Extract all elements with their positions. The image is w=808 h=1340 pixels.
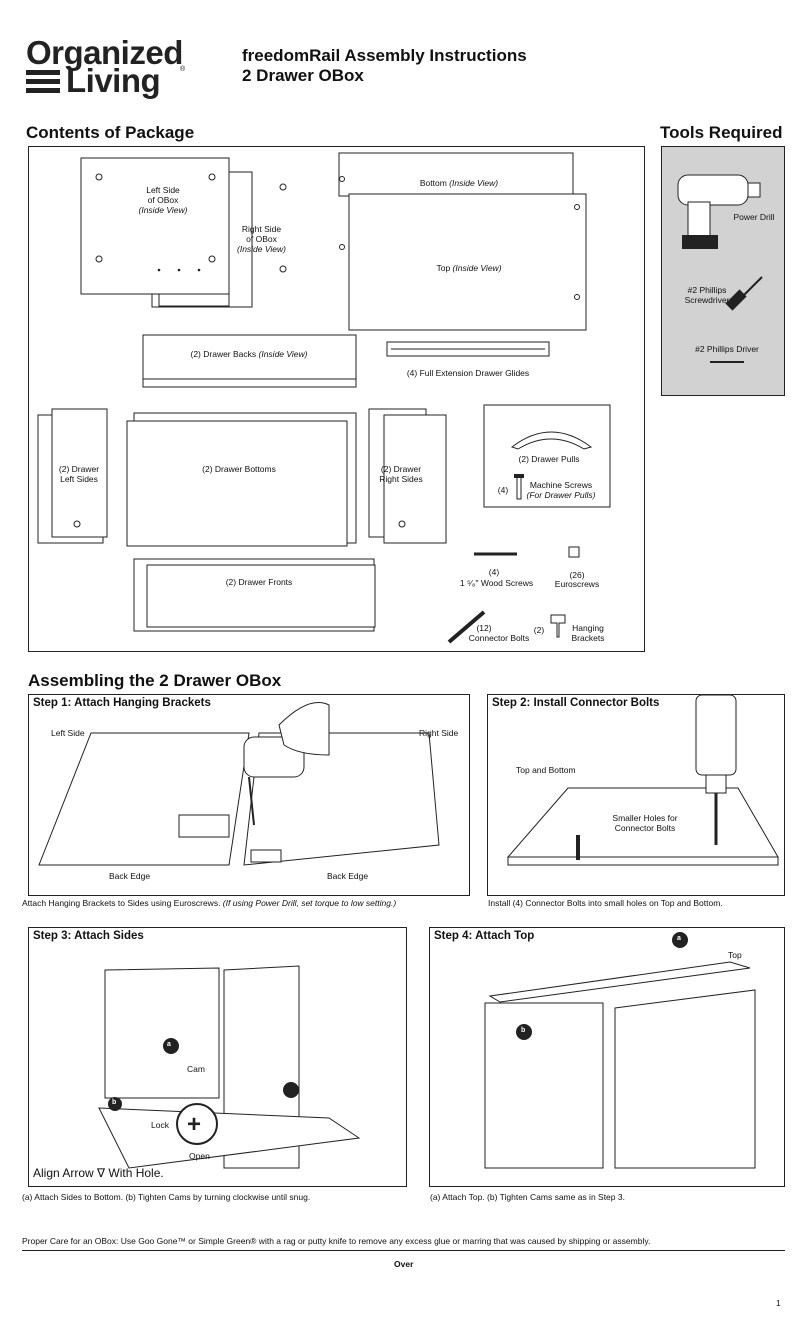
hanging-bracket-left: [178, 814, 230, 838]
marker-a-circle: [163, 1038, 179, 1054]
label-wood-qty: (4): [488, 567, 500, 577]
logo-stripes: [26, 70, 60, 97]
step3-caption: (a) Attach Sides to Bottom. (b) Tighten …: [22, 1192, 311, 1202]
marker-b-circle: [516, 1024, 532, 1040]
label-connector-qty: (12): [476, 623, 492, 633]
logo-living: Living: [66, 62, 161, 99]
step4-caption: (a) Attach Top. (b) Tighten Cams same as…: [430, 1192, 625, 1202]
step1-illustration: [38, 702, 440, 866]
step4-panel: Step 4: Attach Top a b Top: [429, 927, 785, 1187]
document-subtitle: 2 Drawer OBox: [242, 66, 364, 85]
label-drawer-fronts: (2) Drawer Fronts: [225, 577, 293, 587]
label-connector-bolts: Connector Bolts: [468, 633, 530, 643]
label-euro-qty: (26): [569, 570, 585, 580]
marker-b-circle: [108, 1097, 122, 1111]
step3-title: Step 3: Attach Sides: [33, 930, 144, 942]
hanging-bracket-right: [250, 849, 282, 863]
label-power-drill: Power Drill: [733, 212, 775, 222]
tools-illustration: [677, 174, 763, 363]
label-euroscrews: Euroscrews: [554, 579, 600, 589]
step1-caption: Attach Hanging Brackets to Sides using E…: [22, 898, 397, 908]
step4-top: Top: [728, 950, 742, 960]
step3-open: Open: [189, 1151, 210, 1161]
label-top: Top (Inside View): [436, 263, 502, 273]
step2-illustration: [506, 695, 779, 866]
label-glides: (4) Full Extension Drawer Glides: [406, 368, 530, 378]
screwdriver-icon: [725, 276, 763, 311]
care-note: Proper Care for an OBox: Use Goo Gone™ o…: [22, 1236, 651, 1246]
label-bottom: Bottom (Inside View): [419, 178, 499, 188]
step3-align-note: Align Arrow ∇ With Hole.: [33, 1166, 164, 1180]
left-side-panel-shape: [80, 157, 230, 295]
step1-back-edge-right: Back Edge: [327, 871, 369, 881]
marker-a-circle: [672, 932, 688, 948]
tools-heading: Tools Required: [660, 123, 783, 142]
label-drawer-pulls: (2) Drawer Pulls: [518, 454, 580, 464]
step2-panel: Step 2: Install Connector Bolts Top and …: [487, 694, 785, 896]
label-hanging-qty: (2): [533, 625, 545, 635]
step2-title: Step 2: Install Connector Bolts: [492, 697, 660, 709]
hand-icon: [278, 702, 330, 756]
step3-marker-b: b: [112, 1099, 117, 1106]
footer-divider: [22, 1250, 785, 1251]
step3-panel: Step 3: Attach Sides + a b Cam Lock Open…: [28, 927, 407, 1187]
document-title: freedomRail Assembly Instructions: [242, 46, 527, 65]
over-label: Over: [394, 1259, 414, 1269]
step3-cam: Cam: [187, 1064, 205, 1074]
step1-back-edge-left: Back Edge: [109, 871, 151, 881]
svg-text:+: +: [187, 1111, 201, 1138]
cam-icon: [176, 1103, 218, 1145]
step3-illustration: +: [98, 965, 361, 1169]
marker-a2-circle: [283, 1082, 299, 1098]
power-drill-icon: [695, 695, 737, 845]
step4-title: Step 4: Attach Top: [434, 930, 535, 942]
label-phillips-driver: #2 Phillips Driver: [695, 344, 759, 354]
contents-heading: Contents of Package: [26, 123, 195, 142]
step4-marker-b: b: [521, 1027, 526, 1034]
label-machine-qty: (4): [497, 485, 509, 495]
contents-illustration: [37, 152, 611, 644]
power-drill-icon: [677, 174, 761, 249]
power-drill-icon: [243, 702, 330, 826]
step4-marker-a: a: [677, 935, 681, 942]
step1-right-side: Right Side: [419, 728, 459, 738]
step1-panel: Step 1: Attach Hanging Brackets Left Sid…: [28, 694, 470, 896]
step1-title: Step 1: Attach Hanging Brackets: [33, 697, 211, 709]
step4-illustration: [484, 932, 756, 1169]
assembly-heading: Assembling the 2 Drawer OBox: [28, 671, 282, 690]
step2-caption: Install (4) Connector Bolts into small h…: [488, 898, 723, 908]
label-wood-screws: 1 ⁵⁄₈" Wood Screws: [459, 578, 534, 588]
label-drawer-backs: (2) Drawer Backs (Inside View): [190, 349, 308, 359]
step2-top-bottom: Top and Bottom: [516, 765, 576, 775]
label-drawer-bottoms: (2) Drawer Bottoms: [202, 464, 276, 474]
logo-organized: Organized: [26, 34, 183, 71]
page-number: 1: [776, 1298, 781, 1308]
step3-marker-a: a: [167, 1041, 171, 1048]
step1-left-side: Left Side: [51, 728, 85, 738]
label-machine-screws: Machine Screws(For Drawer Pulls): [526, 480, 596, 500]
step3-lock: Lock: [151, 1120, 169, 1130]
logo-trademark: ®: [180, 66, 186, 73]
